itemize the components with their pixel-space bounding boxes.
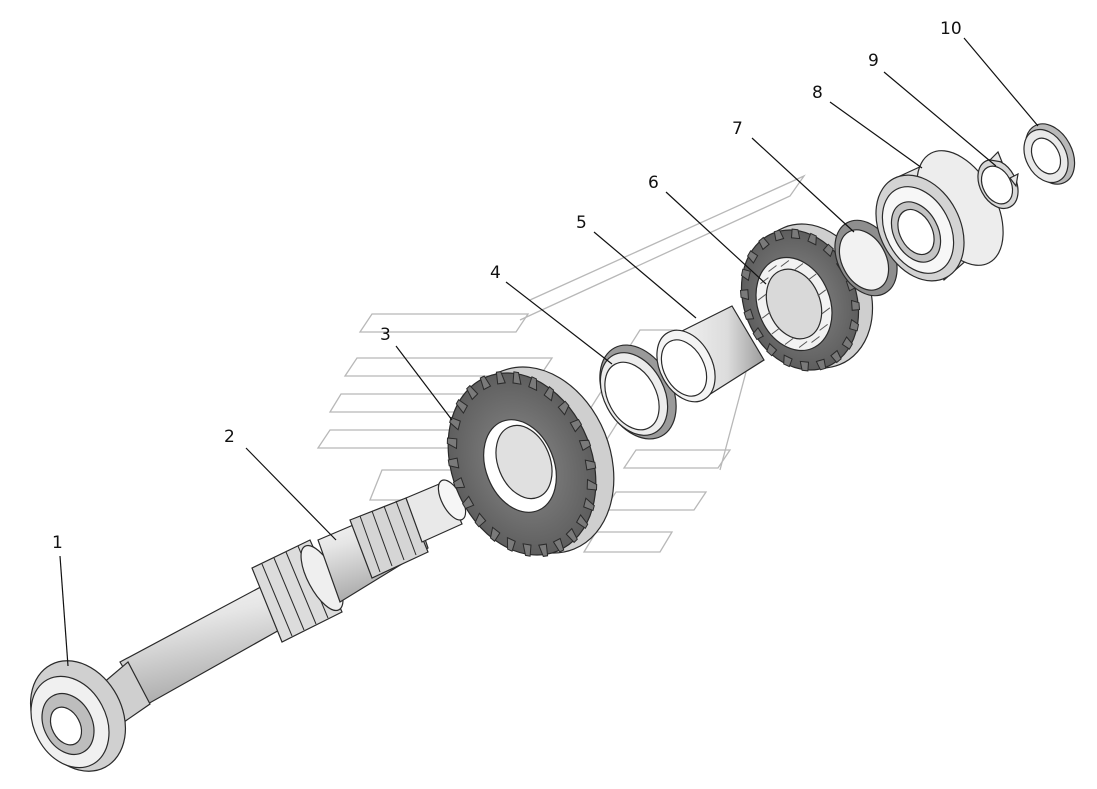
gear-tooth xyxy=(506,536,516,552)
gear-tooth xyxy=(447,457,460,469)
needle-roller xyxy=(771,327,781,335)
gear-3-teeth xyxy=(446,371,598,557)
gear-tooth xyxy=(841,336,854,350)
gear-tooth xyxy=(752,326,765,341)
needle-roller xyxy=(760,277,769,285)
leader-5 xyxy=(593,231,697,319)
needle-roller xyxy=(768,265,777,272)
part-10-nut xyxy=(1023,123,1076,185)
part-9-tab-washer xyxy=(977,150,1019,210)
part-1-bearing xyxy=(29,660,127,772)
callout-5: 5 xyxy=(576,213,587,233)
gear-tooth xyxy=(739,289,750,301)
needle-roller xyxy=(798,341,808,348)
part-2-shaft xyxy=(101,479,467,723)
gear-tooth xyxy=(822,243,834,258)
gear-tooth xyxy=(466,384,479,401)
callout-2: 2 xyxy=(224,427,235,447)
gear-tooth xyxy=(479,375,492,391)
gear-tooth xyxy=(569,418,583,433)
part-5-sleeve xyxy=(656,305,765,403)
gear-tooth xyxy=(522,543,532,557)
gear-tooth xyxy=(766,342,778,357)
gear-tooth xyxy=(528,376,538,392)
spline-teeth-upper xyxy=(359,500,417,573)
needle-roller xyxy=(780,260,790,267)
callout-9: 9 xyxy=(868,51,879,71)
gear-tooth xyxy=(538,543,549,557)
gear-tooth xyxy=(783,354,793,368)
gear-tooth xyxy=(575,513,589,530)
leader-6 xyxy=(665,191,767,285)
gear-tooth xyxy=(830,349,842,364)
gear-tooth xyxy=(773,229,785,242)
part-6-small-gear xyxy=(739,223,874,372)
needle-rollers xyxy=(757,260,831,348)
gear-tooth xyxy=(455,398,469,415)
gear-tooth xyxy=(807,232,817,246)
gear-tooth xyxy=(495,371,506,385)
callout-numbers: 1 2 3 4 5 6 7 8 9 10 xyxy=(52,19,962,553)
gear-tooth xyxy=(583,497,595,512)
gear-tooth xyxy=(584,459,597,471)
gear-tooth xyxy=(452,476,466,489)
leader-2 xyxy=(245,447,337,541)
gear-tooth xyxy=(449,416,461,431)
leader-4 xyxy=(505,281,613,365)
callout-10: 10 xyxy=(940,19,962,39)
gear-tooth xyxy=(740,268,751,282)
part-3-large-gear xyxy=(446,366,615,557)
gear-tooth xyxy=(799,360,810,372)
gear-tooth xyxy=(743,308,755,320)
leader-7 xyxy=(751,137,855,233)
gear-tooth xyxy=(512,371,522,385)
callout-6: 6 xyxy=(648,173,659,193)
gear-tooth xyxy=(758,236,770,251)
gear-tooth xyxy=(543,386,555,402)
gear-tooth xyxy=(790,228,801,240)
leader-8 xyxy=(829,101,923,169)
needle-roller xyxy=(757,293,767,301)
callout-8: 8 xyxy=(812,83,823,103)
leader-3 xyxy=(395,345,453,421)
gear-tooth xyxy=(474,512,487,528)
gear-tooth xyxy=(849,318,860,332)
leader-lines xyxy=(59,37,1039,667)
callout-3: 3 xyxy=(380,325,391,345)
needle-roller xyxy=(817,289,827,297)
needle-roller xyxy=(784,338,794,345)
leader-1 xyxy=(59,555,69,667)
gear-tooth xyxy=(565,527,578,544)
spline-teeth-lower xyxy=(261,545,329,637)
gear-tooth xyxy=(850,299,861,311)
callout-1: 1 xyxy=(52,533,63,553)
part-4-ring xyxy=(599,344,677,440)
needle-roller xyxy=(807,273,817,281)
gear-tooth xyxy=(461,495,475,510)
leader-9 xyxy=(883,71,997,167)
callout-4: 4 xyxy=(490,263,501,283)
gear-tooth xyxy=(446,437,458,450)
gear-tooth xyxy=(578,439,592,452)
leader-10 xyxy=(963,37,1039,127)
callout-7: 7 xyxy=(732,119,743,139)
gear-tooth xyxy=(552,537,565,553)
gear-tooth xyxy=(586,478,598,491)
needle-roller xyxy=(794,263,804,270)
gear-tooth xyxy=(557,400,570,416)
gear-tooth xyxy=(815,358,827,371)
gear-tooth xyxy=(746,250,759,264)
needle-roller xyxy=(761,311,771,319)
needle-roller xyxy=(811,336,820,343)
needle-roller xyxy=(821,307,831,315)
gear-tooth xyxy=(489,526,501,542)
needle-roller xyxy=(819,323,828,331)
